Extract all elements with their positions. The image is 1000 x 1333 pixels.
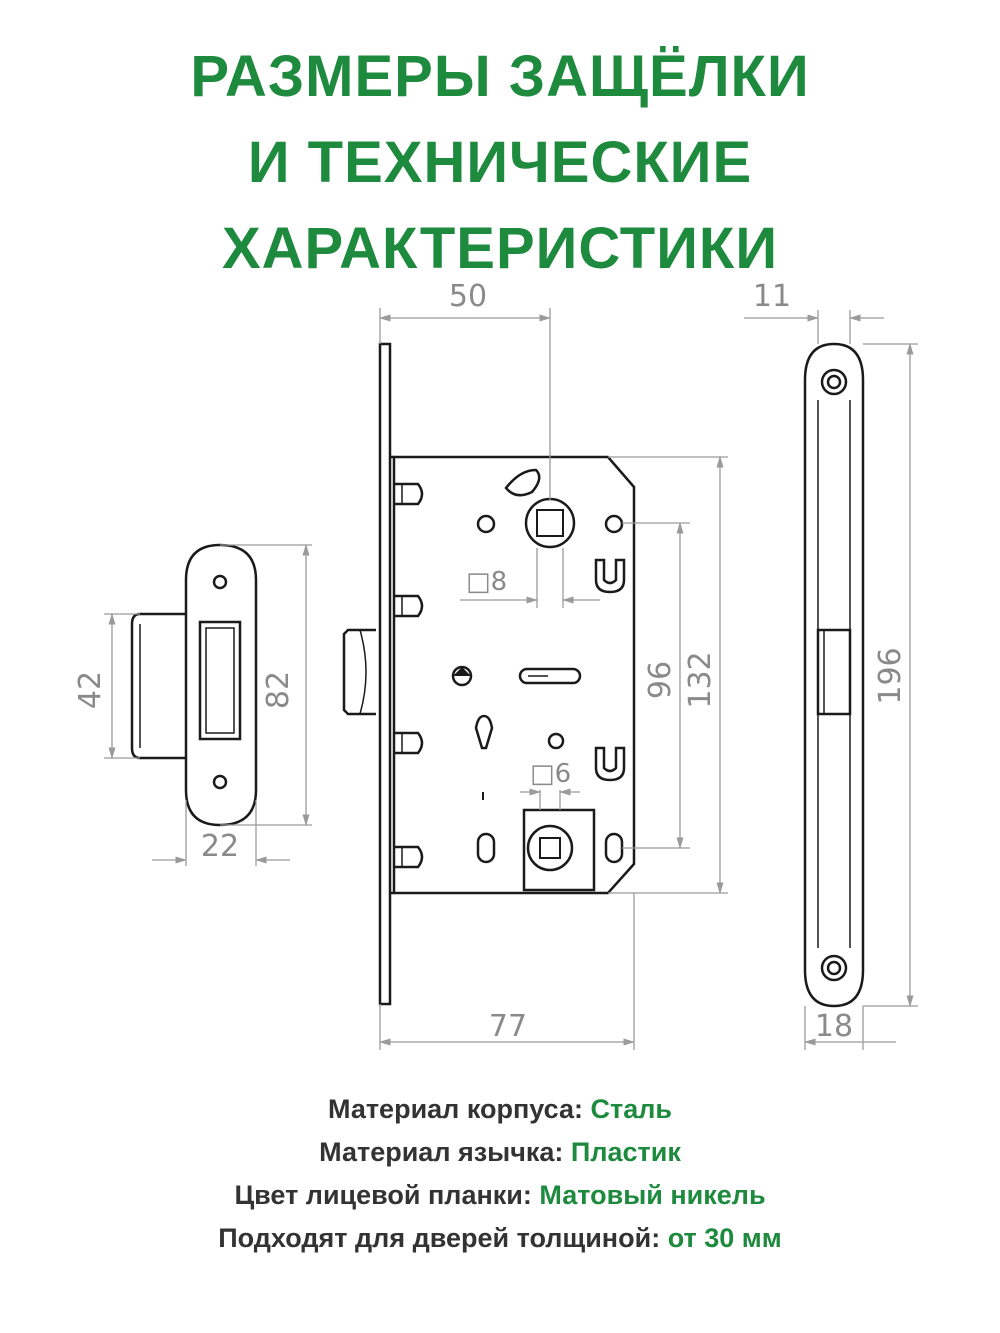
dim-82: 82 — [261, 671, 296, 709]
latch-opening — [816, 628, 852, 716]
faceplate-dimensions — [744, 310, 918, 1050]
spec-label: Подходят для дверей толщиной: — [218, 1223, 661, 1253]
thumbturn-block — [522, 808, 596, 892]
square-symbol-icon: □ — [530, 759, 555, 789]
spec-value: Матовый никель — [539, 1180, 766, 1210]
spec-row: Материал язычка: Пластик — [0, 1131, 1000, 1174]
dim-50: 50 — [449, 279, 487, 314]
spec-row: Подходят для дверей толщиной: от 30 мм — [0, 1217, 1000, 1260]
faceplate-screw-bottom — [820, 954, 848, 982]
key-hole — [474, 714, 494, 750]
case-screw-posts — [394, 482, 424, 869]
title-line-1: РАЗМЕРЫ ЗАЩЁЛКИ — [190, 44, 810, 109]
center-slot — [518, 667, 582, 685]
hub-tab — [504, 468, 541, 497]
lock-case — [392, 455, 636, 895]
strike-plate — [130, 543, 258, 827]
spec-label: Материал язычка: — [319, 1137, 564, 1167]
dim-square-6: □6 — [530, 759, 571, 789]
dim-96: 96 — [643, 661, 678, 699]
strike-window — [198, 620, 242, 741]
thumbturn-square — [539, 837, 561, 859]
mount-slot-top — [594, 558, 626, 594]
spec-value: Сталь — [590, 1094, 673, 1124]
lock-body — [342, 342, 636, 1006]
dim-42: 42 — [73, 671, 108, 709]
faceplate-side — [378, 342, 392, 1006]
dim-132: 132 — [683, 651, 718, 708]
faceplate-front — [803, 342, 865, 1008]
handle-spindle-square — [536, 509, 564, 537]
dim-18: 18 — [815, 1009, 853, 1044]
dim-22: 22 — [201, 829, 239, 864]
spec-label: Материал корпуса: — [328, 1094, 583, 1124]
strike-plate-outline — [184, 543, 258, 827]
dim-11: 11 — [753, 279, 791, 314]
spec-row: Материал корпуса: Сталь — [0, 1088, 1000, 1131]
specifications: Материал корпуса: Сталь Материал язычка:… — [0, 1088, 1000, 1260]
square-symbol-icon: □ — [466, 567, 491, 597]
spec-value: Пластик — [570, 1137, 681, 1167]
dim-77: 77 — [489, 1009, 527, 1044]
page-title: РАЗМЕРЫ ЗАЩЁЛКИ И ТЕХНИЧЕСКИЕ ХАРАКТЕРИС… — [0, 34, 1000, 292]
title-line-3: ХАРАКТЕРИСТИКИ — [221, 216, 779, 281]
spec-row: Цвет лицевой планки: Матовый никель — [0, 1174, 1000, 1217]
mount-slot-bottom — [594, 746, 626, 782]
strike-screw-top — [212, 574, 228, 590]
spec-value: от 30 мм — [667, 1223, 782, 1253]
title-line-2: И ТЕХНИЧЕСКИЕ — [247, 130, 753, 195]
spec-label: Цвет лицевой планки: — [234, 1180, 532, 1210]
strike-dimensions — [104, 543, 312, 866]
faceplate-screw-top — [820, 368, 848, 396]
dim-square-8: □8 — [466, 567, 507, 597]
dim-196: 196 — [873, 647, 908, 704]
strike-screw-bottom — [212, 774, 228, 790]
latch-bolt — [342, 628, 376, 716]
lock-dimensions — [378, 308, 728, 1050]
